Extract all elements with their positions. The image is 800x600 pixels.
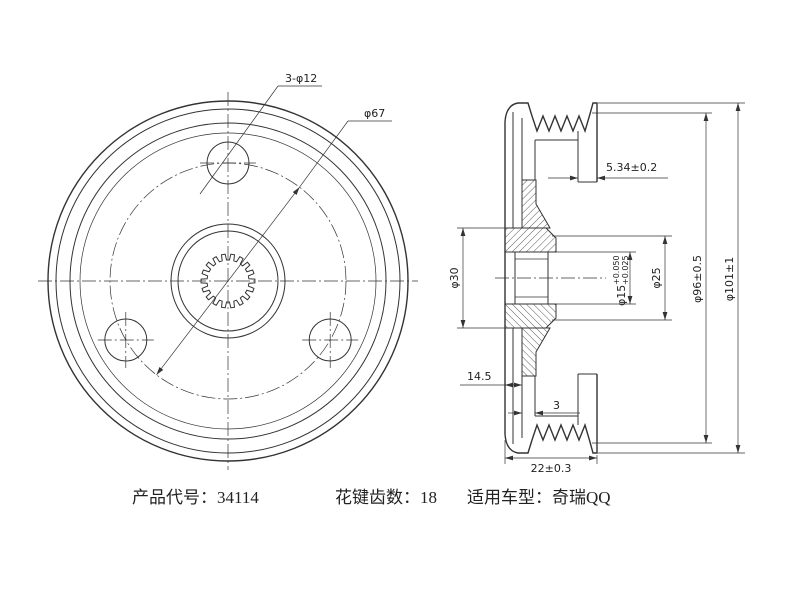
vehicle-label: 适用车型： — [467, 488, 552, 507]
holes-leader: 3-φ12 — [199, 72, 322, 195]
width-dimension: 22±0.3 — [504, 440, 598, 475]
web-thickness-dimension: 3 — [508, 399, 580, 416]
bore-upper-tolerance: +0.050 — [612, 255, 621, 285]
product-code-label: 产品代号： — [132, 488, 217, 507]
bolt-circle-dimension: φ67 — [156, 107, 392, 376]
bolt-circle-label: φ67 — [364, 107, 385, 120]
bore-diameter-dimension: φ15 +0.050 +0.025 — [556, 251, 636, 306]
front-view: 3-φ12 φ67 — [38, 72, 418, 470]
hub-offset-label: 14.5 — [467, 370, 492, 383]
web-thickness-label: 3 — [553, 399, 560, 412]
spline-teeth-label: 花键齿数： — [335, 488, 420, 507]
caption: 产品代号：34114 花键齿数：18 适用车型：奇瑞QQ — [132, 488, 611, 507]
hub-diameter-dimension: φ30 — [448, 227, 505, 329]
spline-diameter-label: φ25 — [650, 267, 663, 288]
spline-diameter-dimension: φ25 — [552, 235, 672, 321]
holes-label: 3-φ12 — [285, 72, 317, 85]
pulley-section-top-half — [504, 102, 598, 278]
rim-thickness-dimension: 5.34±0.2 — [548, 161, 668, 181]
width-label: 22±0.3 — [531, 462, 572, 475]
spline-teeth-count: 花键齿数：18 — [335, 488, 437, 507]
applicable-vehicle: 适用车型：奇瑞QQ — [467, 488, 611, 507]
vehicle-value: 奇瑞QQ — [552, 488, 611, 507]
hub-offset-dimension: 14.5 — [460, 370, 522, 388]
product-code-value: 34114 — [217, 488, 259, 507]
groove-diameter-label: φ96±0.5 — [691, 255, 704, 303]
rim-thickness-label: 5.34±0.2 — [606, 161, 657, 174]
spline-teeth-value: 18 — [420, 488, 437, 507]
product-code: 产品代号：34114 — [132, 488, 259, 507]
side-section-view: φ101±1 φ96±0.5 φ25 φ15 +0.050 +0.025 — [448, 102, 745, 475]
outer-diameter-label: φ101±1 — [723, 257, 736, 301]
groove-diameter-dimension: φ96±0.5 — [592, 112, 712, 444]
outer-diameter-dimension: φ101±1 — [598, 102, 745, 454]
bore-diameter-label: φ15 — [615, 285, 628, 306]
hub-diameter-label: φ30 — [448, 267, 461, 288]
bore-lower-tolerance: +0.025 — [621, 255, 630, 285]
